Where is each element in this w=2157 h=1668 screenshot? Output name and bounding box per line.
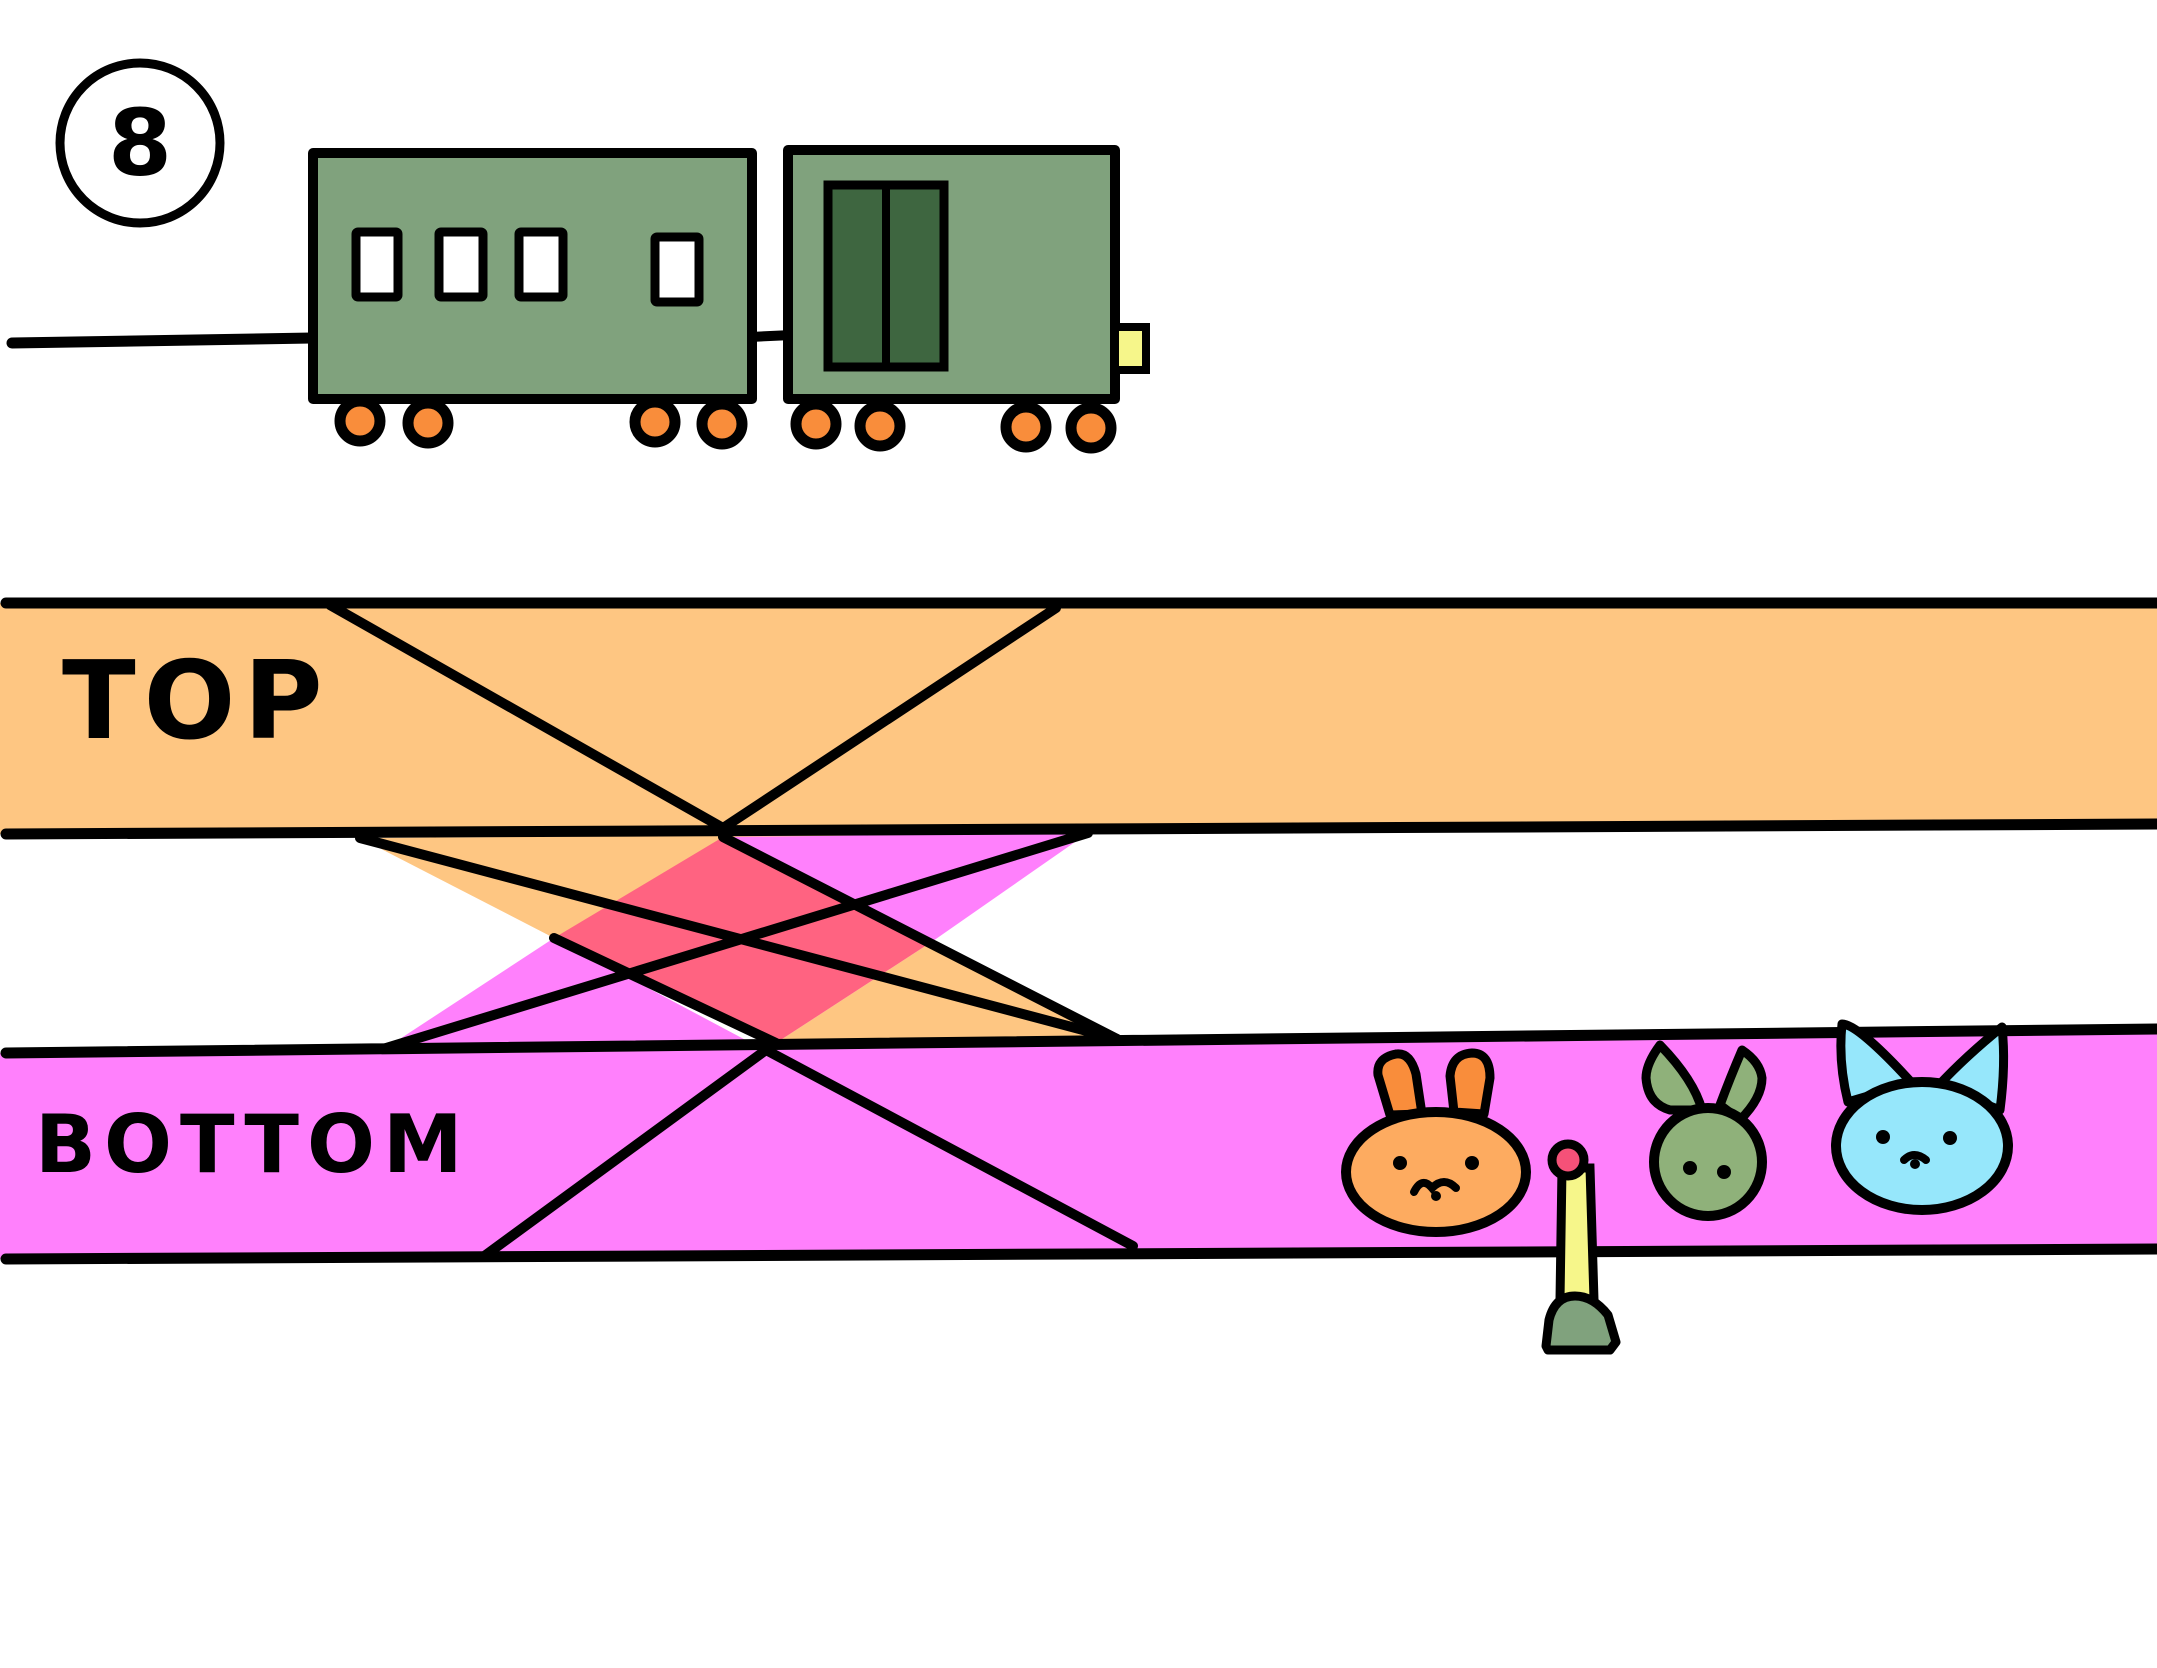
bottom-cross-left-diagonal (761, 1045, 1138, 1251)
train-headlight-icon (1111, 323, 1150, 374)
step-number: 8 (108, 90, 172, 197)
top-label: TOP (62, 639, 331, 764)
middle-cross-diag-a (718, 832, 1122, 1044)
green-creature-icon (1641, 1040, 1767, 1221)
train-icon (308, 145, 1150, 454)
top-cross-right-diagonal (718, 603, 1061, 833)
bottom-band-lower-line (0, 1243, 2157, 1265)
top-band (0, 603, 2157, 834)
top-band-lower-line (0, 818, 2157, 840)
bottom-cross-right-diagonal (478, 1045, 771, 1262)
middle-cross-diag-b (549, 933, 781, 1048)
cat-icon (1831, 1019, 2013, 1215)
rabbit-icon (1341, 1048, 1531, 1237)
bottom-band-upper-line (0, 1023, 2157, 1059)
train-windows (351, 227, 704, 307)
train-wheels (334, 395, 1117, 454)
step-badge-icon: 8 (55, 58, 225, 228)
train-track-line (6, 332, 318, 349)
middle-cross-right-diagonal (381, 828, 1093, 1053)
top-cross-left-diagonal (325, 600, 728, 833)
bottom-band (0, 1029, 2157, 1259)
lever-icon (1541, 1139, 1621, 1355)
bottom-label: BOTTOM (35, 1098, 471, 1191)
